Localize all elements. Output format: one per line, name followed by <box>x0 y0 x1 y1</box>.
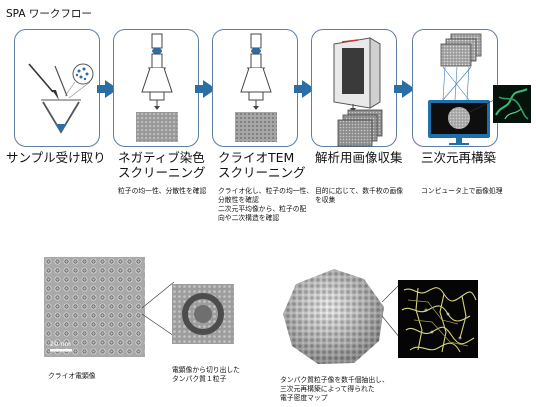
step-label-sample: サンプル受け取り <box>6 150 106 165</box>
card-negative-stain <box>113 29 199 147</box>
step-desc-reconstruction: コンピュータ上で画像処理 <box>421 187 503 195</box>
microscope-column-icon <box>141 33 173 110</box>
negative-stain-image <box>136 112 178 142</box>
step-label-collection: 解析用画像収集 <box>315 150 403 165</box>
step-desc-collection: 目的に応じて、数千枚の画像 を収集 <box>315 187 404 204</box>
caption-cryo-micrograph: クライオ電顕像 <box>48 372 96 380</box>
callout-line <box>470 99 495 113</box>
arrow-icon <box>394 80 415 98</box>
step-desc-cryo-tem: クライオ化し、粒子の均一性、 分散性を確認 二次元平均像から、粒子の配 向や二次… <box>218 187 314 222</box>
page-title: SPA ワークフロー <box>6 8 92 20</box>
step-label-line: ネガティブ染色 <box>118 150 205 165</box>
detector-stack-icon <box>333 37 383 147</box>
step-label-line: クライオTEM <box>218 150 295 165</box>
scale-bar-label: 20 nm <box>50 340 71 348</box>
microscope-column-icon <box>240 33 272 110</box>
step-label-reconstruction: 三次元再構築 <box>421 150 497 165</box>
reconstruction-monitor-icon <box>428 33 490 145</box>
zoom-lines <box>141 281 175 337</box>
step-label-line: スクリーニング <box>218 164 306 180</box>
card-cryo-tem <box>212 29 298 147</box>
step-desc-negative-stain: 粒子の均一性、分散性を確認 <box>118 187 207 195</box>
particle-zoom-image <box>172 284 234 344</box>
step-label-line: スクリーニング <box>118 164 206 180</box>
step-label-negative-stain: ネガティブ染色スクリーニング <box>118 150 206 180</box>
zoom-lines <box>382 283 401 339</box>
density-map-thumbnail <box>493 85 531 123</box>
card-3d-reconstruction <box>412 29 498 147</box>
3d-density-map <box>280 266 388 368</box>
caption-particle: 電顕像から切り出した タンパク質１粒子 <box>172 366 240 383</box>
card-data-collection <box>311 29 397 147</box>
caption-density-map: タンパク質粒子像を数千個抽出し、 三次元再構築によって得られた 電子密度マップ <box>280 376 389 402</box>
pipette-tube-icon <box>28 63 94 134</box>
cryo-micrograph <box>44 257 145 357</box>
cryo-image <box>235 112 277 142</box>
card-sample-receipt <box>14 29 100 147</box>
density-map-zoom <box>398 280 478 358</box>
